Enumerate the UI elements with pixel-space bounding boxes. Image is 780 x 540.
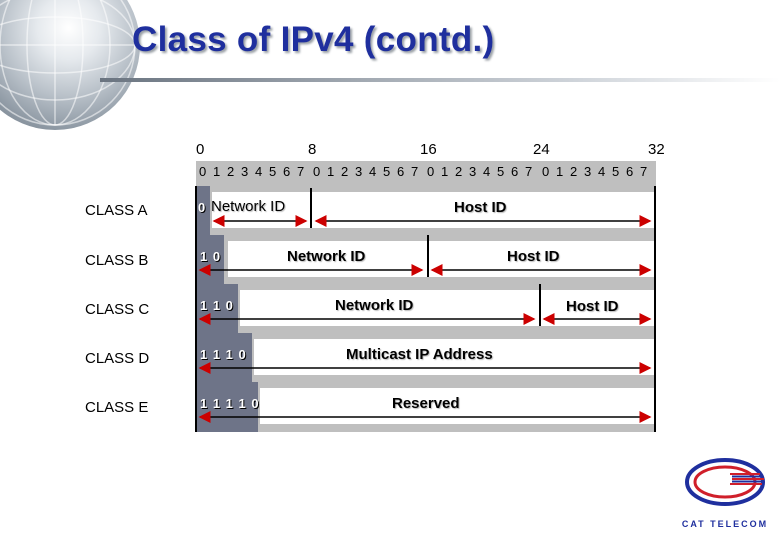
bit-index: 0	[199, 164, 207, 179]
class-c-host-id: Host ID	[566, 298, 619, 315]
class-b-network-id: Network ID	[287, 248, 366, 265]
class-e-prefix: 1 1 1 1 0	[200, 396, 260, 411]
class-d-prefix: 1 1 1 0	[200, 347, 247, 362]
bit-position-16: 16	[420, 141, 437, 158]
bit-index: 4	[369, 164, 377, 179]
bit-index: 3	[469, 164, 477, 179]
bit-index: 5	[612, 164, 620, 179]
bit-index: 3	[355, 164, 363, 179]
globe-graphic	[0, 0, 140, 130]
bit-index: 4	[598, 164, 606, 179]
bit-index: 6	[511, 164, 519, 179]
class-b-host-id: Host ID	[507, 248, 560, 265]
class-c-label: CLASS C	[85, 301, 150, 318]
class-a-host-id: Host ID	[454, 199, 507, 216]
bit-index: 3	[584, 164, 592, 179]
class-e-label: CLASS E	[85, 399, 149, 416]
bit-strip	[252, 382, 258, 432]
class-b-label: CLASS B	[85, 252, 149, 269]
bit-index: 7	[411, 164, 419, 179]
bit-index: 6	[626, 164, 634, 179]
bit-index: 7	[640, 164, 648, 179]
field-separator	[310, 188, 312, 228]
bit-position-24: 24	[533, 141, 550, 158]
field-separator	[539, 284, 541, 326]
class-d-label: CLASS D	[85, 350, 150, 367]
bit-index: 6	[283, 164, 291, 179]
page-title: Class of IPv4 (contd.)	[132, 20, 495, 59]
class-c-network-id: Network ID	[335, 297, 414, 314]
bit-index: 4	[255, 164, 263, 179]
bit-index: 0	[542, 164, 550, 179]
bit-index: 2	[570, 164, 578, 179]
class-d-field-label: Multicast IP Address	[346, 346, 493, 363]
bit-strip	[238, 333, 252, 432]
class-b-prefix: 1 0	[200, 249, 222, 264]
grid-left-border	[195, 186, 197, 432]
bit-position-8: 8	[308, 141, 317, 158]
bit-index: 0	[313, 164, 321, 179]
bit-index: 0	[427, 164, 435, 179]
bit-index: 2	[227, 164, 235, 179]
bit-strip	[210, 235, 224, 432]
logo-text: CAT TELECOM	[681, 519, 769, 529]
cat-telecom-logo: CAT TELECOM	[680, 452, 770, 532]
bit-index: 5	[383, 164, 391, 179]
bit-index: 1	[556, 164, 564, 179]
class-a-prefix: 0	[198, 200, 207, 215]
bit-index: 2	[341, 164, 349, 179]
bit-index: 5	[269, 164, 277, 179]
bit-index: 7	[297, 164, 305, 179]
bit-index: 2	[455, 164, 463, 179]
class-a-network-id: Network ID	[211, 198, 286, 215]
title-underline	[100, 78, 780, 82]
bit-index: 6	[397, 164, 405, 179]
class-c-prefix: 1 1 0	[200, 298, 234, 313]
bit-position-32: 32	[648, 141, 665, 158]
bit-index: 1	[213, 164, 221, 179]
bit-position-0: 0	[196, 141, 205, 158]
bit-index: 4	[483, 164, 491, 179]
bit-index: 1	[441, 164, 449, 179]
bit-index: 3	[241, 164, 249, 179]
grid-right-border	[654, 186, 656, 432]
class-a-label: CLASS A	[85, 202, 148, 219]
bit-index: 7	[525, 164, 533, 179]
bit-index: 5	[497, 164, 505, 179]
class-e-field-label: Reserved	[392, 395, 460, 412]
bit-index: 1	[327, 164, 335, 179]
field-separator	[427, 235, 429, 277]
